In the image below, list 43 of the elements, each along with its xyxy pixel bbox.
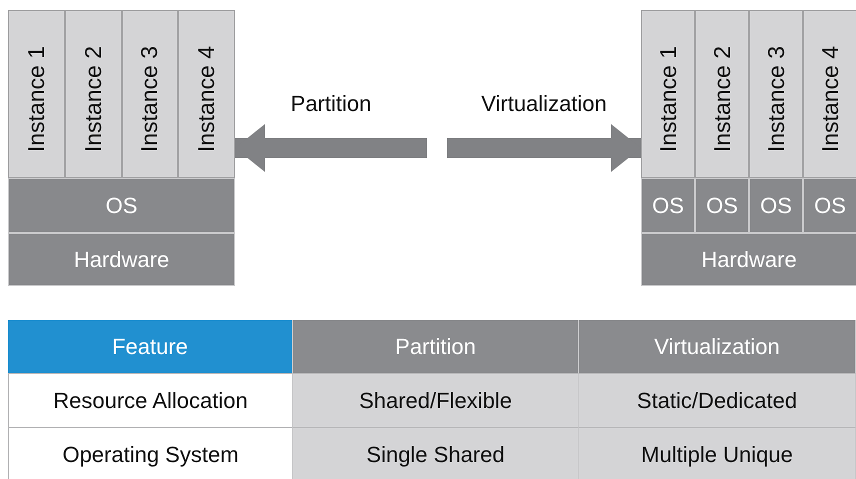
- block-label: Instance 4: [193, 46, 220, 152]
- block-label: OS: [706, 192, 738, 218]
- instance-block: [122, 10, 178, 178]
- instance-block: [749, 10, 803, 178]
- table-cell: Multiple Unique: [579, 428, 856, 479]
- block-label: Instance 3: [762, 46, 790, 152]
- arrow: [235, 124, 427, 172]
- block-label: Instance 3: [136, 46, 164, 152]
- block-label: Instance 1: [22, 46, 50, 152]
- instance-block: [803, 10, 856, 178]
- table-header-cell: Feature: [8, 320, 293, 374]
- edge-label: Virtualization: [481, 91, 607, 117]
- block-label: OS: [652, 192, 684, 218]
- layer-block: [749, 178, 803, 233]
- instance-block: [641, 10, 695, 178]
- table-cell: Shared/Flexible: [293, 374, 579, 428]
- table-cell: Single Shared: [293, 428, 579, 479]
- layer-block: [803, 178, 856, 233]
- block-label: Instance 1: [654, 46, 682, 152]
- block-label: Instance 2: [80, 46, 107, 152]
- instance-block: [178, 10, 235, 178]
- block-label: OS: [760, 192, 792, 218]
- table-cell: Resource Allocation: [8, 374, 293, 428]
- layer-block: [641, 178, 695, 233]
- block-label: OS: [106, 192, 138, 218]
- edge-label: Partition: [290, 91, 372, 117]
- instance-block: [695, 10, 749, 178]
- table-header-cell: Partition: [293, 320, 579, 374]
- layer-block: [695, 178, 749, 233]
- block-label: Hardware: [701, 246, 797, 272]
- arrow: [447, 124, 641, 172]
- table-header-cell: Virtualization: [579, 320, 856, 374]
- table-cell: Operating System: [8, 428, 293, 479]
- block-label: Instance 4: [816, 46, 844, 152]
- instance-block: [64, 10, 122, 178]
- block-label: OS: [814, 192, 846, 218]
- layer-block: [8, 178, 235, 233]
- table-cell: Static/Dedicated: [579, 374, 856, 428]
- instance-block: [8, 10, 65, 178]
- layer-block: [641, 233, 856, 286]
- block-label: Hardware: [74, 246, 170, 272]
- block-label: Instance 2: [708, 46, 736, 152]
- layer-block: [8, 233, 235, 286]
